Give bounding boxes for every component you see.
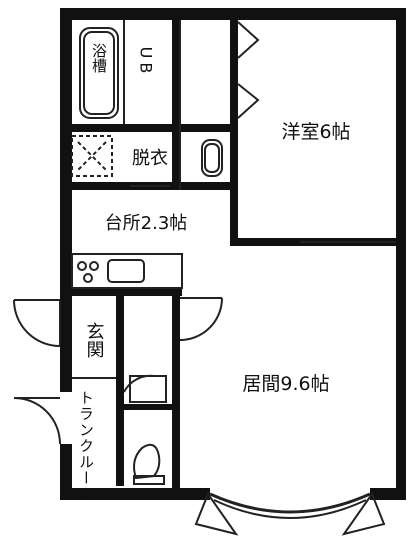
western-room-label: 洋室6帖 [281, 121, 350, 143]
trunk-room-label: トランクルーム [77, 390, 95, 502]
dressing-label: 脱衣 [132, 148, 168, 169]
thin-lines [13, 20, 396, 536]
bathtub-label: 浴槽 [90, 43, 108, 73]
entrance-label: 玄関 [84, 322, 105, 358]
unit-bath-label: UB [137, 47, 156, 78]
kitchen-label: 台所2.3帖 [105, 213, 188, 234]
living-room-label: 居間9.6帖 [242, 373, 329, 395]
